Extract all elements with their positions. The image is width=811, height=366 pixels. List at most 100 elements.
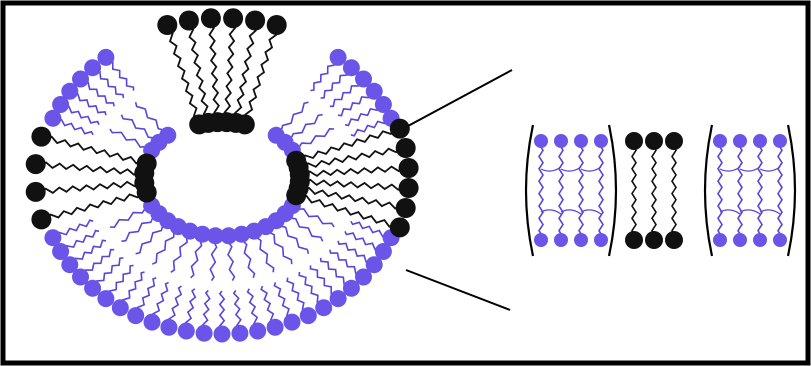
left-panel-bracket-left: [526, 125, 533, 256]
black-lipid-right-head: [286, 185, 306, 205]
right-panel-head: [753, 233, 767, 247]
ring-outer-head: [84, 59, 101, 76]
ring-inner-head: [159, 127, 176, 144]
ring-outer-head: [214, 326, 231, 343]
ring-outer-head: [44, 229, 61, 246]
right-panel-link: [740, 210, 760, 214]
black-lipid-top-head: [179, 11, 199, 31]
right-panel-tail: [738, 141, 742, 191]
ring-outer-head: [284, 314, 301, 331]
left-panel-tail: [599, 191, 603, 241]
ring-outer-head: [160, 319, 177, 336]
left-panel-tail: [539, 191, 543, 241]
ring-outer-head: [196, 325, 213, 342]
left-panel-head: [594, 233, 608, 247]
ring-outer-head: [231, 325, 248, 342]
right-panel: [705, 125, 795, 256]
black-lipid-top-head: [245, 11, 265, 31]
black-lipid-right-head: [399, 178, 419, 198]
middle-panel-head: [625, 231, 643, 249]
right-panel-tail: [778, 141, 782, 191]
black-lipid-left-head: [26, 154, 46, 174]
right-panel-head: [753, 134, 767, 148]
left-panel-bracket-right: [609, 125, 616, 256]
black-lipid-right-head: [399, 158, 419, 178]
right-panel-head: [733, 233, 747, 247]
right-panel-head: [713, 233, 727, 247]
ring-outer-head: [97, 290, 114, 307]
black-lipid-left-head: [31, 209, 51, 229]
black-lipid-top-head: [235, 114, 255, 134]
right-panel-link: [760, 167, 780, 171]
right-panel-link: [760, 210, 780, 214]
black-lipid-left-head: [26, 182, 46, 202]
left-panel-tail: [579, 141, 583, 191]
ring-outer-head: [178, 323, 195, 340]
right-panel-tail: [758, 141, 762, 191]
right-panel-link: [720, 167, 740, 171]
left-panel-tail: [579, 191, 583, 241]
right-panel-head: [773, 233, 787, 247]
left-panel-tail: [559, 191, 563, 241]
ring-outer-head: [267, 319, 284, 336]
left-panel-head: [574, 233, 588, 247]
ring-outer-head: [144, 314, 161, 331]
left-panel-head: [534, 233, 548, 247]
right-panel-bracket-left: [705, 125, 712, 256]
bilayer-detail: [526, 125, 795, 256]
right-panel-tail: [758, 191, 762, 241]
left-panel-link: [561, 210, 581, 214]
left-panel-tail: [599, 141, 603, 191]
left-panel-link: [581, 167, 601, 171]
black-lipid-top-head: [201, 8, 221, 28]
left-panel-head: [594, 134, 608, 148]
right-panel-bracket-right: [788, 125, 795, 256]
vesicle-ring: [26, 8, 419, 342]
ring-outer-head: [330, 290, 347, 307]
middle-panel-head: [645, 231, 663, 249]
black-lipid-top-head: [157, 15, 177, 35]
ring-outer-head: [300, 307, 317, 324]
left-panel-head: [554, 233, 568, 247]
right-panel-tail: [718, 141, 722, 191]
black-lipid-right-head: [390, 217, 410, 237]
black-lipid-left-head: [137, 154, 157, 174]
ring-outer-head: [315, 299, 332, 316]
ring-outer-head: [112, 299, 129, 316]
left-panel: [526, 125, 616, 256]
ring-outer-head: [127, 307, 144, 324]
middle-panel-head: [665, 132, 683, 150]
right-panel-tail: [738, 191, 742, 241]
right-panel-head: [773, 134, 787, 148]
middle-panel-head: [665, 231, 683, 249]
black-lipid-right-head: [396, 138, 416, 158]
middle-panel: [625, 132, 683, 249]
zoom-line-top: [408, 70, 512, 126]
right-panel-tail: [778, 191, 782, 241]
zoom-line-bottom: [406, 270, 510, 310]
middle-panel-head: [625, 132, 643, 150]
left-panel-link: [581, 210, 601, 214]
black-lipid-top-head: [223, 8, 243, 28]
left-panel-link: [541, 167, 561, 171]
left-panel-head: [554, 134, 568, 148]
black-lipid-left-head: [31, 127, 51, 147]
left-panel-link: [541, 210, 561, 214]
right-panel-link: [720, 210, 740, 214]
ring-outer-head: [343, 280, 360, 297]
ring-outer-head: [249, 323, 266, 340]
ring-outer-head: [330, 49, 347, 66]
left-panel-link: [561, 167, 581, 171]
left-panel-head: [534, 134, 548, 148]
right-panel-tail: [718, 191, 722, 241]
right-panel-head: [713, 134, 727, 148]
left-panel-tail: [539, 141, 543, 191]
right-panel-head: [733, 134, 747, 148]
left-panel-tail: [559, 141, 563, 191]
right-panel-link: [740, 167, 760, 171]
black-lipid-right-head: [390, 119, 410, 139]
left-panel-head: [574, 134, 588, 148]
black-lipid-right-head: [396, 198, 416, 218]
